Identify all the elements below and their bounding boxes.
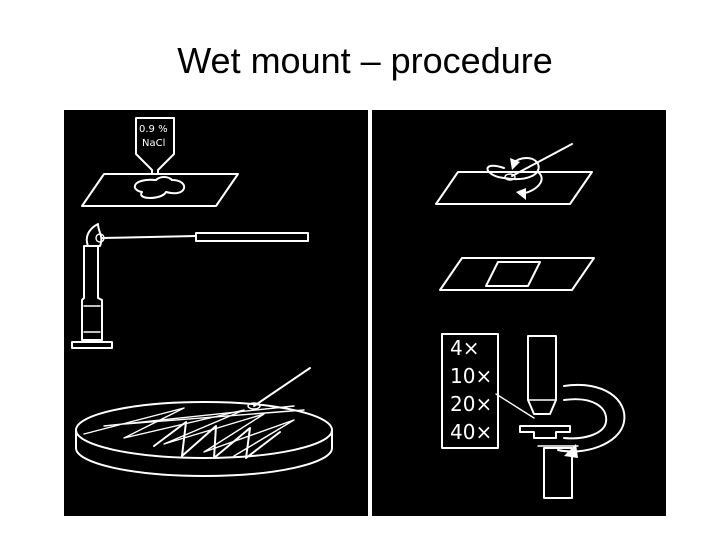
flame-icon bbox=[85, 223, 103, 247]
left-panel: 0.9 % NaCl bbox=[71, 117, 333, 477]
coverslip bbox=[485, 261, 541, 287]
right-panel: 4× 10× 20× 40× bbox=[435, 143, 626, 499]
mixing-slide bbox=[435, 171, 593, 205]
culture-plate-step bbox=[75, 367, 333, 477]
circular-mix-arrow-icon bbox=[486, 157, 540, 180]
objective-pointer-line bbox=[495, 393, 535, 419]
petri-dish-wall bbox=[75, 429, 333, 477]
loop-picking-colony bbox=[253, 367, 311, 407]
microscope-base-icon bbox=[543, 447, 573, 499]
burner-base bbox=[71, 341, 113, 349]
coverslip-step bbox=[439, 257, 595, 291]
microscope-arm-icon bbox=[557, 383, 626, 453]
mixing-loop bbox=[511, 143, 573, 177]
objective-4x: 4× bbox=[450, 336, 479, 360]
slide-with-coverslip bbox=[439, 257, 595, 291]
objective-list-box bbox=[441, 333, 499, 449]
streak-lines bbox=[83, 407, 295, 457]
zigzag-streak bbox=[153, 421, 281, 459]
mixing-step bbox=[435, 143, 593, 205]
glass-slide bbox=[81, 173, 239, 207]
objective-40x: 40× bbox=[450, 420, 492, 444]
microscope-step: 4× 10× 20× 40× bbox=[441, 333, 626, 499]
dropper-label-solution: NaCl bbox=[142, 138, 165, 149]
loop-tip bbox=[95, 233, 105, 243]
objective-10x: 10× bbox=[450, 364, 492, 388]
dropper-label-concentration: 0.9 % bbox=[139, 124, 168, 135]
wet-mount-procedure-figure: 0.9 % NaCl bbox=[64, 110, 666, 516]
slide-title: Wet mount – procedure bbox=[177, 40, 553, 81]
saline-drop bbox=[133, 176, 185, 199]
objective-20x: 20× bbox=[450, 392, 492, 416]
inoculation-loop-wire bbox=[101, 235, 197, 239]
bunsen-burner-icon bbox=[81, 245, 103, 341]
microscope-stage-icon bbox=[519, 425, 571, 439]
loop-handle bbox=[195, 232, 309, 242]
arrowhead-icon bbox=[510, 158, 520, 170]
arrowhead-icon bbox=[516, 188, 526, 200]
saline-drop-step: 0.9 % NaCl bbox=[81, 117, 239, 207]
burner-and-loop-step bbox=[71, 223, 309, 349]
